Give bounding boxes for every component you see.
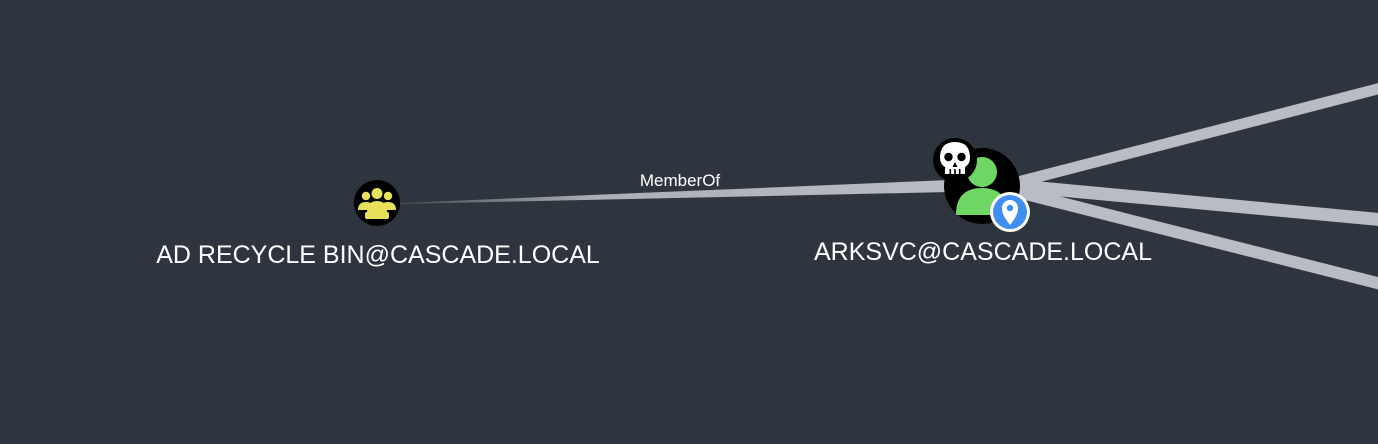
group-icon: [358, 188, 396, 219]
edge-memberof[interactable]: [400, 180, 950, 204]
node-label-group: AD RECYCLE BIN@CASCADE.LOCAL: [156, 241, 600, 269]
edge-offscreen-3[interactable]: [1016, 186, 1378, 290]
edge-label-memberof: MemberOf: [640, 171, 721, 190]
node-user[interactable]: ARKSVC@CASCADE.LOCAL: [814, 138, 1152, 266]
node-group[interactable]: AD RECYCLE BIN@CASCADE.LOCAL: [156, 180, 600, 269]
edge-offscreen-1[interactable]: [1016, 83, 1378, 188]
skull-icon: [933, 138, 977, 182]
edge-offscreen-2[interactable]: [1017, 179, 1378, 226]
node-label-user: ARKSVC@CASCADE.LOCAL: [814, 238, 1152, 266]
location-pin-icon: [990, 192, 1030, 232]
